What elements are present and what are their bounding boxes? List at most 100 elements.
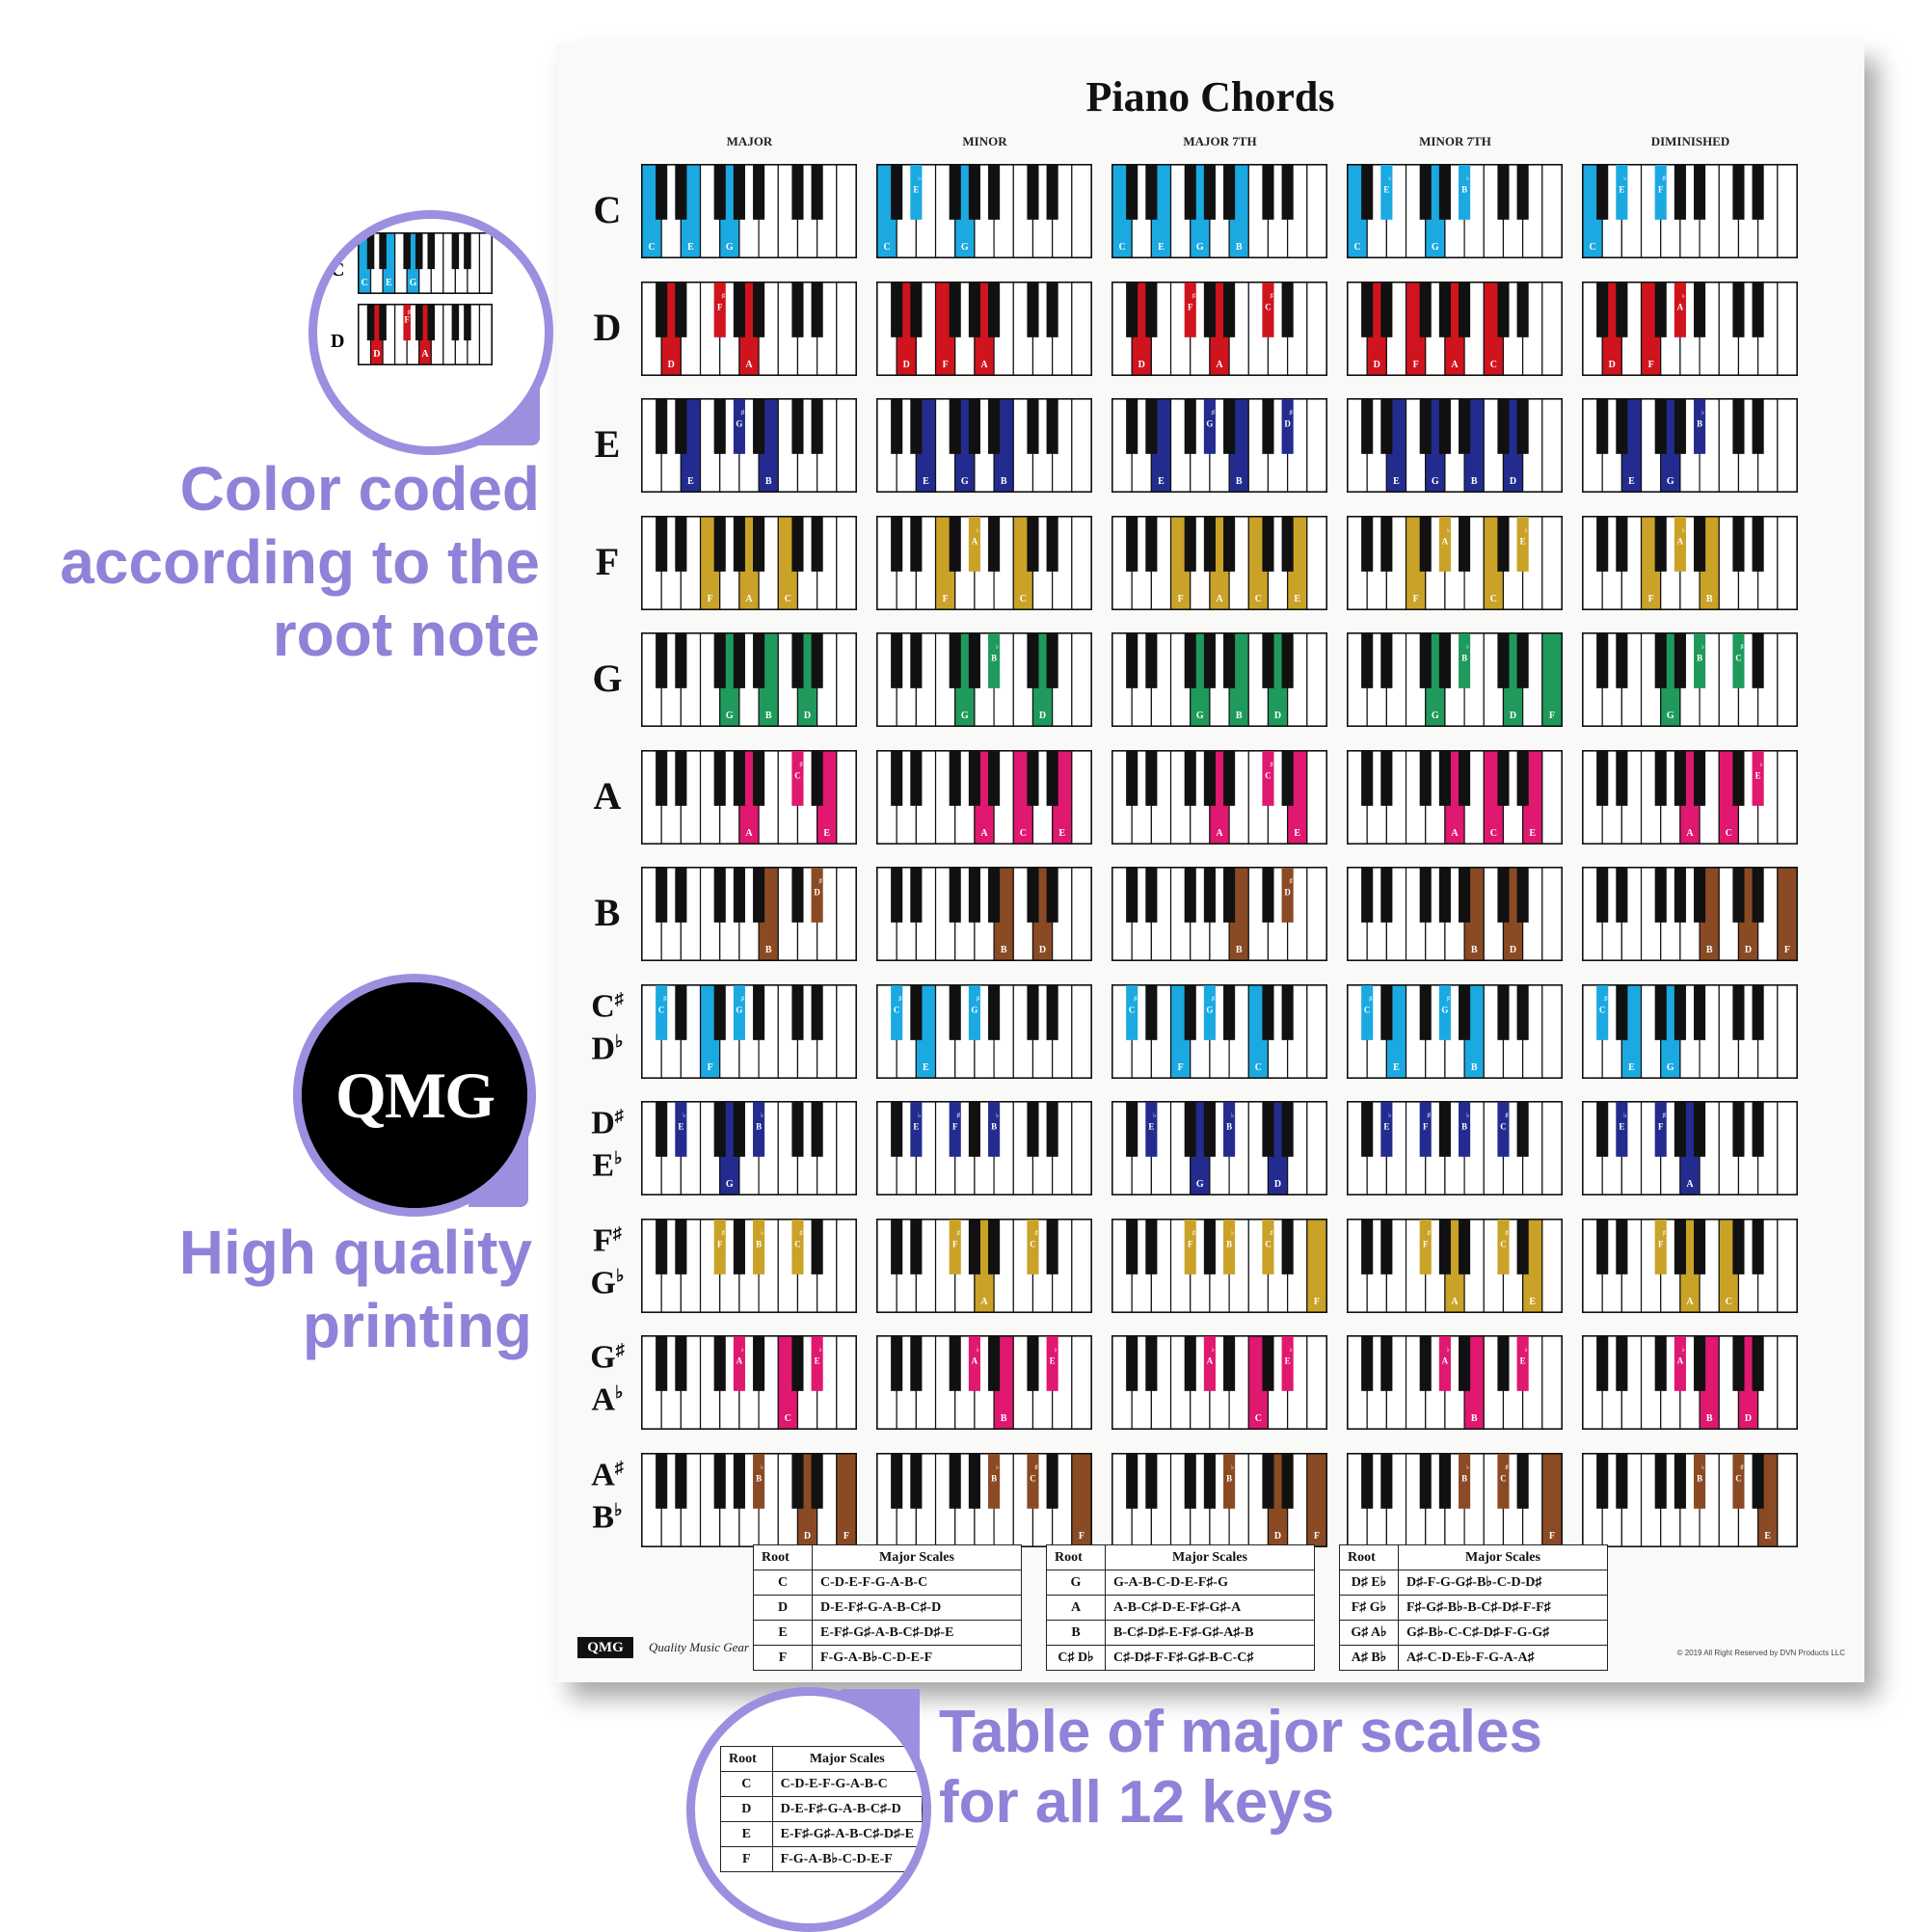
key-accidental-label: ♭ [1466,174,1469,182]
key-note-label: F [1188,302,1193,311]
white-key [1777,983,1798,1079]
highlighted-black-key [1674,282,1686,337]
black-key [1654,633,1667,688]
black-key [1654,984,1667,1040]
white-key [1071,1101,1092,1195]
callout-line: root note [272,600,540,670]
callout-line: High quality [178,1218,532,1287]
key-note-label: D [1510,945,1516,955]
key-note-label: B [1001,945,1007,955]
black-key [1438,633,1451,688]
black-key [379,233,387,270]
black-key [1752,1102,1764,1157]
key-note-label: G [726,1179,734,1190]
black-key [910,633,923,688]
white-key [1541,983,1563,1079]
white-key [1071,632,1092,727]
scale-header-scales: Major Scales [812,1544,1022,1570]
key-note-label: F [1178,1062,1184,1073]
key-note-label: B [756,1239,762,1248]
column-header: MINOR 7TH [1419,134,1491,148]
column-header: DIMINISHED [1650,134,1730,148]
black-key [753,165,765,220]
scale-notes: F-G-A-B♭-C-D-E-F [771,1846,923,1872]
key-note-label: C [1500,1239,1507,1248]
black-key [656,282,668,337]
callout-line: Table of major scales [939,1699,1542,1765]
black-key [1184,1453,1196,1509]
highlighted-black-key [811,1336,823,1391]
black-key [988,868,1001,923]
white-key [1306,164,1327,258]
highlighted-black-key [656,984,668,1040]
black-key [1596,1102,1609,1157]
highlighted-black-key [713,1219,726,1275]
key-note-label: E [1393,1062,1400,1073]
white-key [1071,281,1092,376]
black-key [1497,1336,1510,1391]
white-key [836,281,857,376]
highlighted-black-key [1459,165,1471,220]
key-note-label: C [658,1005,665,1014]
key-note-label: C [1353,242,1360,253]
black-key [1516,633,1529,688]
black-key [1281,633,1294,688]
black-key [1223,165,1236,220]
highlighted-black-key [891,984,903,1040]
black-key [1027,1102,1039,1157]
root-note: F [593,1221,613,1258]
black-key [1027,1336,1039,1391]
white-key [1071,867,1092,961]
black-key [791,165,804,220]
black-key [451,305,460,341]
key-note-label: C [362,278,368,288]
key-note-label: D [1039,945,1046,955]
black-key [1674,1453,1686,1509]
black-key [1438,165,1451,220]
highlighted-black-key [733,984,745,1040]
black-key [1459,750,1471,806]
key-accidental-label: ♯ [1270,293,1273,300]
black-key [910,1219,923,1275]
key-accidental-label: ♭ [818,1346,821,1354]
key-note-label: C [1265,770,1272,780]
key-note-label: G [1432,242,1439,253]
black-key [1027,399,1039,454]
keyboard-diagram: BD♯ [641,867,857,961]
black-key [949,984,961,1040]
black-key [1596,516,1609,572]
key-note-label: E [1529,828,1536,839]
black-key [1203,1102,1216,1157]
root-accidental: ♯ [615,1340,625,1359]
black-key [1184,399,1196,454]
key-note-label: F [1658,1122,1664,1132]
black-key [791,1102,804,1157]
black-key [1752,165,1764,220]
black-key [1361,165,1374,220]
black-key [1380,282,1393,337]
black-key [1281,1102,1294,1157]
scale-header-root: Root [753,1544,813,1570]
black-key [1497,282,1510,337]
key-note-label: F [1178,594,1184,604]
black-key [1223,399,1236,454]
black-key [1419,633,1432,688]
key-note-label: C [1129,1005,1136,1014]
key-note-label: A [1216,594,1223,604]
root-note: D [591,1031,616,1067]
highlighted-black-key [753,1219,765,1275]
key-note-label: E [1520,1356,1526,1366]
black-key [713,1453,726,1509]
scale-notes: D-E-F♯-G-A-B-C♯-D [812,1595,1022,1621]
